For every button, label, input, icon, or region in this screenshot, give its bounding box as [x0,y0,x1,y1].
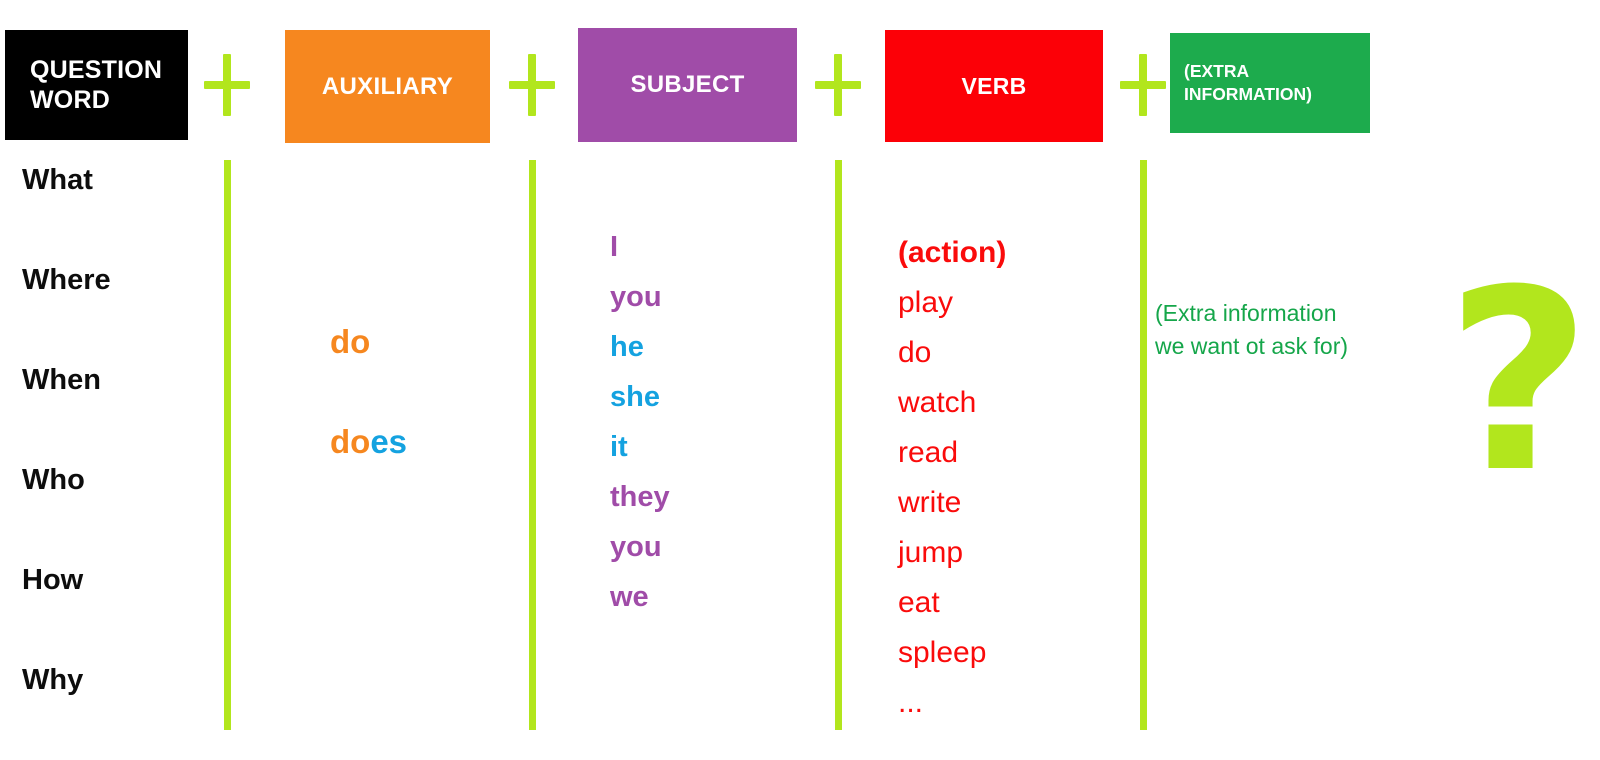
plus-icon-1 [204,54,250,116]
auxiliary-stem: do [330,423,371,460]
header-box-question-word: QUESTION WORD [5,30,188,140]
column-divider-1 [224,160,231,730]
column-divider-4 [1140,160,1147,730]
header-box-subject: SUBJECT [578,28,797,142]
verb-ellipsis: ... [898,686,924,719]
header-box-extra-information: (EXTRA INFORMATION) [1170,33,1370,133]
question-word-item: When [22,364,101,396]
verb-item: write [898,486,962,519]
subject-item: I [610,231,619,263]
auxiliary-item: do [330,322,510,422]
header-label-verb: VERB [961,72,1027,99]
verb-item: read [898,436,959,469]
verb-item: do [898,336,932,369]
column-auxiliaries: do does [330,322,510,522]
extra-information-line-2: we want ot ask for) [1155,333,1349,360]
auxiliary-stem: do [330,323,371,360]
auxiliary-item: does [330,422,510,522]
plus-icon-2 [509,54,555,116]
column-divider-3 [835,160,842,730]
header-label-extra-information: (EXTRA INFORMATION) [1184,61,1312,104]
header-label-subject: SUBJECT [630,71,745,99]
header-label-question-word: QUESTION WORD [30,55,163,115]
question-word-item: What [22,164,93,196]
auxiliary-ending: es [370,423,408,460]
subject-item: you [610,281,662,313]
subject-item: you [610,531,662,563]
plus-icon-3 [815,54,861,116]
subject-item: he [610,331,644,363]
subject-item: they [610,481,670,513]
verb-item: eat [898,586,940,619]
extra-information-note: (Extra information we want ot ask for) [1155,297,1405,364]
plus-icon-4 [1120,54,1166,116]
verb-item: play [898,286,954,319]
question-mark-icon: ? [1446,236,1592,527]
extra-information-line-1: (Extra information [1155,300,1337,326]
verb-item: (action) [898,236,1007,269]
header-label-auxiliary: AUXILIARY [321,72,454,100]
question-word-item: Why [22,664,84,696]
verb-item: jump [898,536,964,569]
subject-item: she [610,381,660,413]
question-word-item: How [22,564,84,596]
subject-item: we [610,581,649,613]
column-divider-2 [529,160,536,730]
verb-item: spleep [898,636,987,669]
header-box-auxiliary: AUXILIARY [285,30,490,143]
question-word-item: Where [22,264,111,296]
header-box-verb: VERB [885,30,1103,142]
verb-item: watch [898,386,977,419]
column-verbs: (action) play do watch read write jump e… [898,228,1108,728]
subject-item: it [610,431,628,463]
column-question-words: What Where When Who How Why [22,158,202,758]
column-subjects: I you he she it they you we [610,222,800,622]
question-word-item: Who [22,464,85,496]
